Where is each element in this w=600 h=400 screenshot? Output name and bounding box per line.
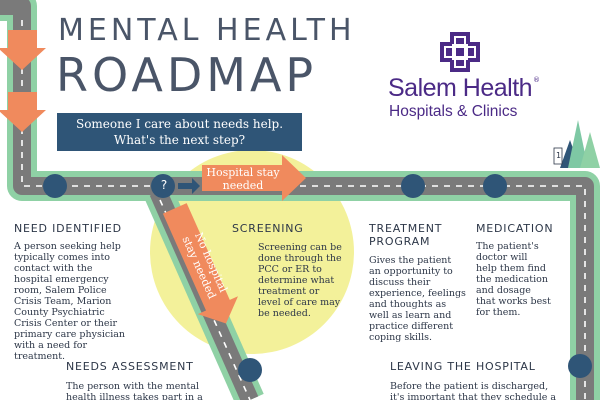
text-line: treatment. [14, 351, 66, 362]
text-line: primary care physician [14, 329, 126, 340]
registered-mark: ® [533, 76, 540, 84]
mile-marker-post [553, 147, 563, 165]
text-line: hospital emergency [14, 274, 109, 285]
need-identified-heading: NEED IDENTIFIED [14, 222, 122, 235]
text-line: with a need for [14, 340, 88, 351]
hospital-stay-label: Hospital stay needed [203, 166, 283, 192]
text-line: Crisis Center or their [14, 318, 118, 329]
no-hospital-arrow [162, 203, 238, 324]
road-nodes [43, 174, 592, 382]
tree-icon [568, 120, 588, 168]
down-arrow-icons [0, 30, 46, 132]
page-title-line2: ROADMAP [56, 48, 318, 102]
text-line: well as learn and [369, 310, 452, 321]
text-line: it's important that they schedule a [390, 392, 557, 400]
text-line: be needed. [258, 308, 311, 319]
subtitle-banner: Someone I care about needs help. What's … [57, 113, 302, 151]
text-line: health illness takes part in a [66, 392, 203, 400]
treatment-program-heading: TREATMENT PROGRAM [369, 222, 442, 248]
text-line: PCC or ER to [258, 264, 322, 275]
text-line: The patient's [476, 241, 539, 252]
needs-assessment-heading: NEEDS ASSESSMENT [66, 360, 194, 373]
text-line: for them. [476, 307, 521, 318]
treatment-heading-line1: TREATMENT [369, 222, 443, 235]
page-title-line1: MENTAL HEALTH [58, 13, 356, 48]
down-arrow-icon [0, 92, 46, 132]
text-line: that works best [476, 296, 551, 307]
hospital-stay-arrow [202, 155, 306, 201]
leaving-hospital-text: Before the patient is discharged,it's im… [390, 381, 570, 400]
tree-icons [553, 120, 600, 168]
screening-heading: SCREENING [232, 222, 304, 235]
text-line: Screening can be [258, 242, 342, 253]
text-line: treatment or [258, 286, 320, 297]
node-question [151, 174, 175, 198]
node-need-identified [43, 174, 67, 198]
subtitle-line1: Someone I care about needs help. [75, 117, 284, 131]
text-line: practice different [369, 321, 454, 332]
text-line: doctor will [476, 252, 528, 263]
node-medication [483, 174, 507, 198]
text-line: experience, feelings [369, 288, 466, 299]
node-needs-assessment [238, 358, 262, 382]
down-arrow-icon [0, 30, 46, 70]
text-line: and thoughts as [369, 299, 447, 310]
node-treatment [401, 174, 425, 198]
leaving-hospital-heading: LEAVING THE HOSPITAL [390, 360, 536, 373]
text-line: The person with the mental [66, 381, 200, 392]
text-line: level of care may [258, 297, 341, 308]
text-line: Before the patient is discharged, [390, 381, 549, 392]
text-line: County Psychiatric [14, 307, 105, 318]
text-line: an opportunity to [369, 266, 453, 277]
text-line: done through the [258, 253, 342, 264]
tree-icon [580, 132, 600, 168]
text-line: Crisis Team, Marion [14, 296, 112, 307]
hospital-stay-label-line1: Hospital stay [206, 166, 280, 179]
mile-marker: 1 [556, 151, 562, 160]
text-line: coping skills. [369, 332, 433, 343]
question-mark: ? [160, 178, 168, 192]
text-line: help them find [476, 263, 547, 274]
text-line: room, Salem Police [14, 285, 107, 296]
medication-heading: MEDICATION [476, 222, 554, 235]
salem-health-logo-icon [440, 32, 480, 72]
treatment-heading-line2: PROGRAM [369, 235, 431, 248]
branch-arrow-icon [178, 178, 200, 194]
text-line: A person seeking help [14, 241, 121, 252]
subtitle-line2: What's the next step? [113, 133, 246, 147]
text-line: contact with the [14, 263, 93, 274]
text-line: typically comes into [14, 252, 111, 263]
text-line: determine what [258, 275, 335, 286]
text-line: Gives the patient [369, 255, 452, 266]
node-leaving-hospital [568, 354, 592, 378]
hospital-stay-label-line2: needed [222, 179, 264, 192]
brand-name: Salem Health [388, 74, 533, 102]
brand-subtitle: Hospitals & Clinics [389, 103, 518, 120]
text-line: and dosage [476, 285, 531, 296]
text-line: the medication [476, 274, 549, 285]
text-line: discuss their [369, 277, 431, 288]
